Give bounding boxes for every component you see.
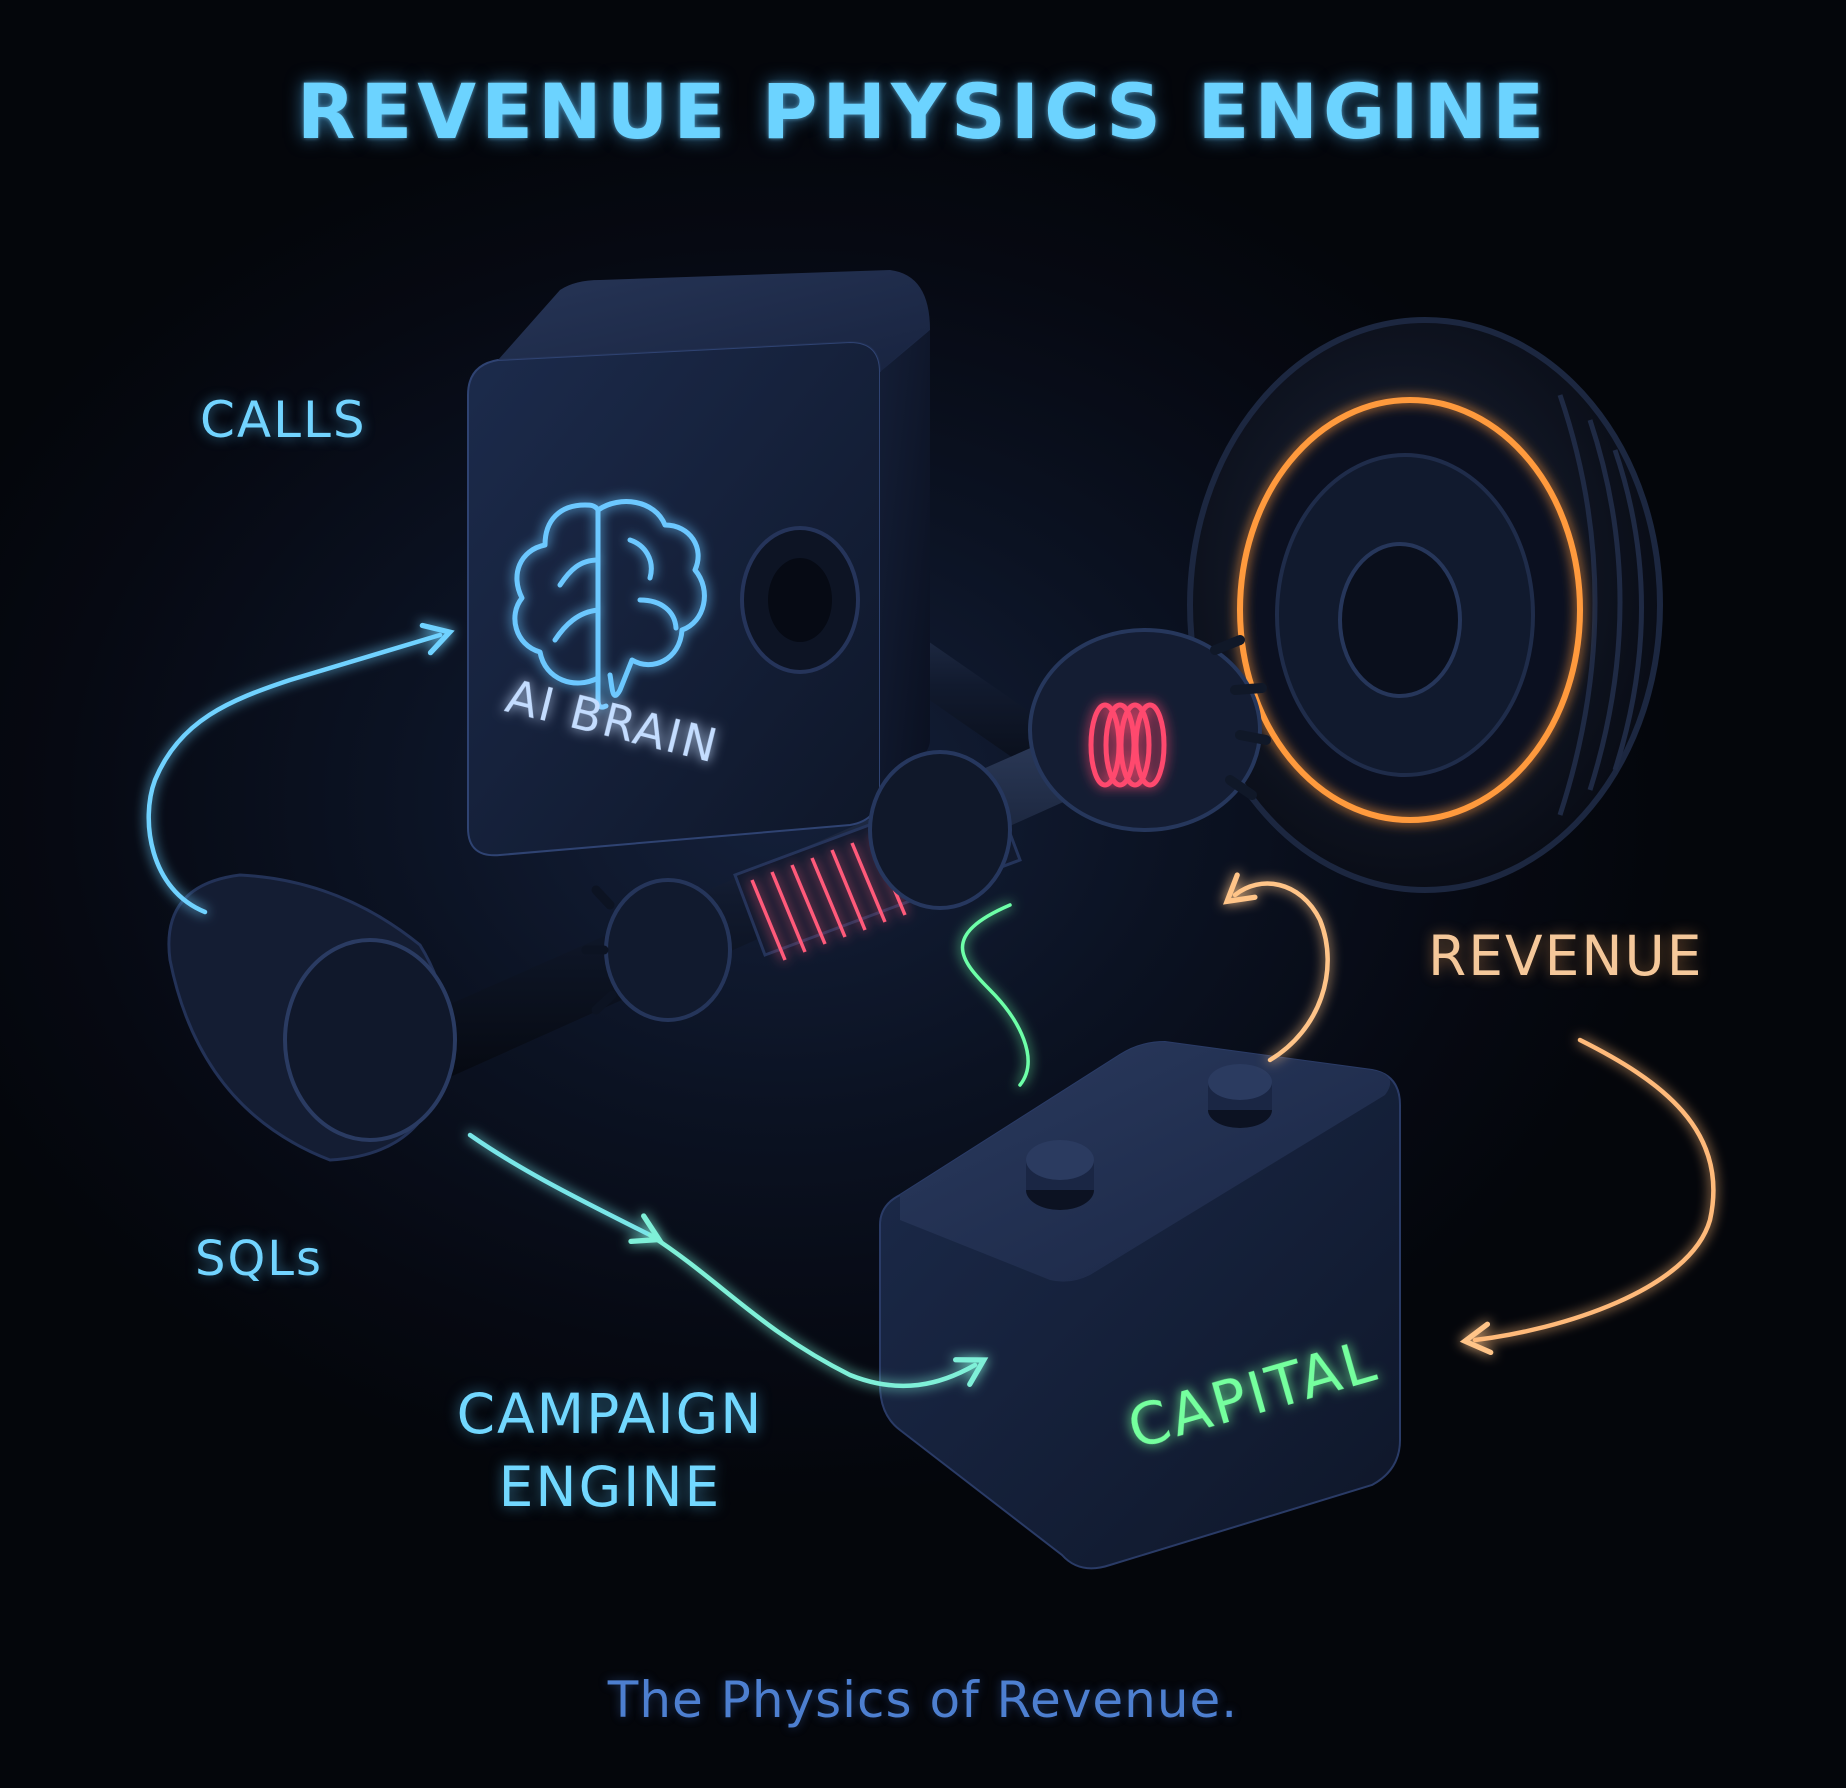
- capital-wire: [960, 903, 1030, 1087]
- revenue-arrow: [1459, 1037, 1716, 1356]
- ai-brain-box: [467, 270, 930, 857]
- sqls-label: SQLs: [195, 1231, 323, 1287]
- campaign-engine-label: CAMPAIGN ENGINE: [456, 1382, 764, 1519]
- flow-arrows: [146, 622, 1716, 1389]
- gear-icon: [581, 878, 732, 1022]
- diagram-title: REVENUE PHYSICS ENGINE: [296, 67, 1550, 156]
- motor-coil: [733, 750, 1022, 961]
- sqls-arrow: [467, 1132, 664, 1244]
- sqls-cylinder: [167, 873, 457, 1162]
- calls-arrow: [146, 622, 455, 915]
- capital-feed-arrow: [1223, 872, 1330, 1063]
- brain-icon: [512, 499, 707, 710]
- differential-gear: [1028, 628, 1271, 832]
- wheel-icon: [1187, 317, 1663, 893]
- calls-label: CALLS: [200, 391, 367, 449]
- tagline: The Physics of Revenue.: [607, 1671, 1239, 1729]
- battery-icon: [879, 1040, 1401, 1570]
- campaign-arrow: [647, 1232, 989, 1389]
- revenue-label: REVENUE: [1428, 924, 1704, 988]
